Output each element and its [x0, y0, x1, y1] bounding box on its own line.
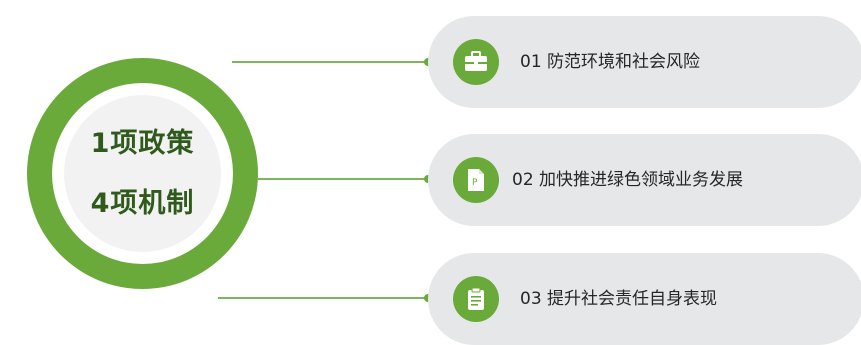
svg-text:P: P: [472, 178, 478, 188]
list-item-risk-prevention: 01 防范环境和社会风险: [428, 16, 861, 108]
item-label-1: 01 防范环境和社会风险: [520, 52, 701, 72]
center-title-policy: 1项政策: [90, 128, 195, 159]
center-ring: 1项政策 4项机制: [27, 58, 258, 289]
connector-line-1: [232, 61, 428, 63]
item-label-2: 02 加快推进绿色领域业务发展: [512, 170, 744, 190]
center-core: 1项政策 4项机制: [64, 95, 221, 252]
clipboard-icon: [453, 276, 499, 322]
list-item-green-business: P 02 加快推进绿色领域业务发展: [428, 134, 861, 226]
connector-line-3: [218, 297, 428, 299]
item-label-3: 03 提升社会责任自身表现: [520, 289, 718, 309]
list-item-social-responsibility: 03 提升社会责任自身表现: [428, 253, 861, 345]
connector-line-2: [258, 178, 428, 180]
center-ring-inner: 1项政策 4项机制: [52, 83, 233, 264]
briefcase-icon: [453, 39, 499, 85]
center-title-mechanism: 4项机制: [90, 188, 195, 219]
document-p-icon: P: [453, 157, 499, 203]
